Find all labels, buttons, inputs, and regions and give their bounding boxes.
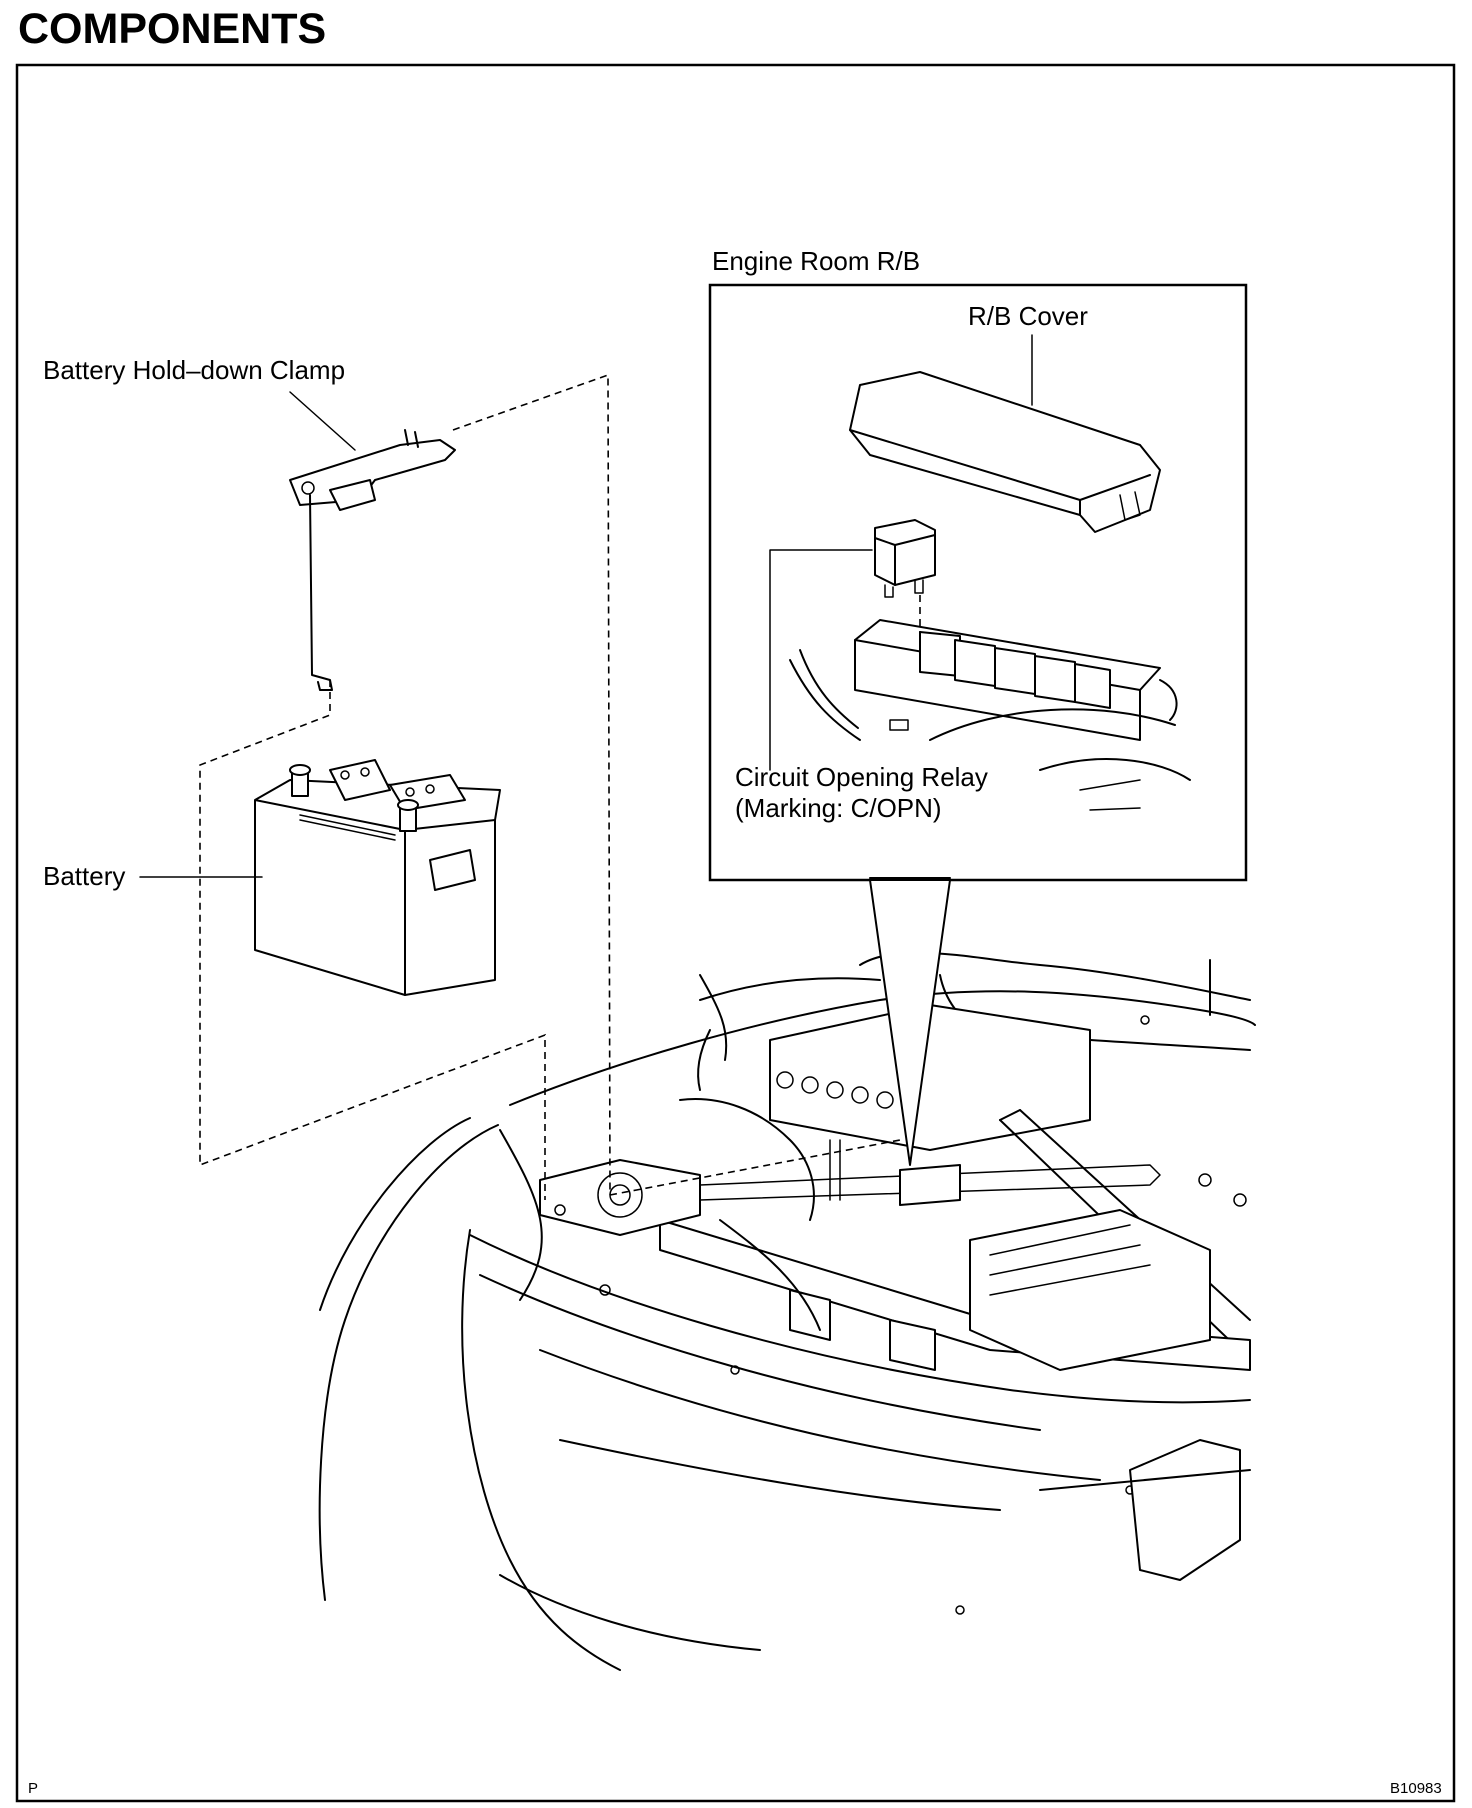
figure-frame [15, 63, 1456, 1803]
leader-lines [139, 334, 1033, 878]
label-battery-hold-down-clamp: Battery Hold–down Clamp [43, 355, 345, 385]
inset-pointer [869, 879, 951, 1166]
label-relay-marking: (Marking: C/OPN) [735, 793, 942, 823]
battery-hold-down-clamp [289, 429, 456, 691]
relay-block-illustration [789, 619, 1191, 811]
circuit-opening-relay-illustration [874, 519, 936, 640]
figure-id: B10983 [1390, 1780, 1442, 1797]
label-engine-room-rb: Engine Room R/B [712, 246, 920, 276]
engine-bay-illustration [318, 951, 1256, 1671]
label-rb-cover: R/B Cover [968, 301, 1088, 331]
page-title: COMPONENTS [18, 5, 326, 53]
rb-cover-illustration [849, 371, 1161, 533]
label-circuit-opening-relay: Circuit Opening Relay [735, 762, 988, 792]
engine-room-rb-inset [708, 283, 1248, 882]
assembly-guide-lines [199, 373, 901, 1200]
label-battery: Battery [43, 861, 125, 891]
footer-left-code: P [28, 1780, 38, 1797]
battery-illustration [254, 759, 501, 996]
